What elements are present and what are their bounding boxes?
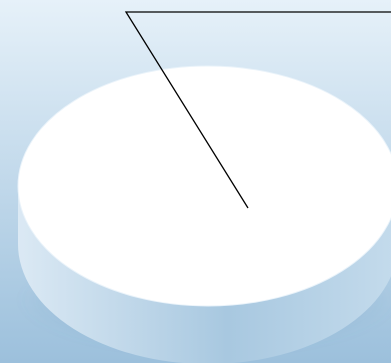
pie-slice: [18, 66, 391, 306]
pie-slices: [18, 66, 391, 363]
